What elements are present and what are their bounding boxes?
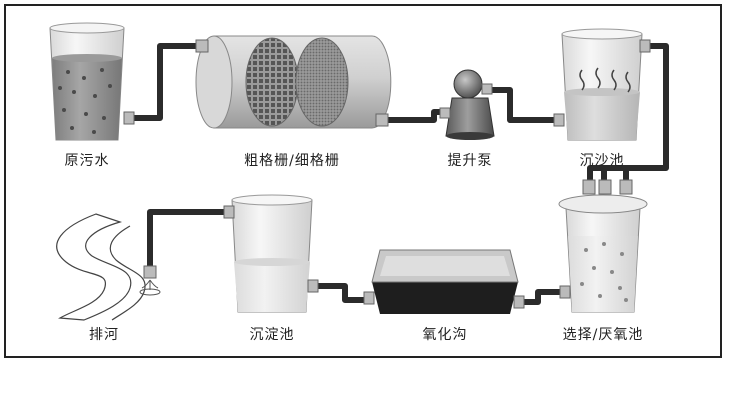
label-anoxic-tank: 选择/厌氧池 bbox=[562, 327, 644, 343]
screens-cylinder bbox=[195, 35, 392, 129]
pipe-grit-to-anoxic bbox=[587, 43, 669, 180]
pipe-anoxic-to-ditch bbox=[518, 289, 567, 305]
label-river: 排河 bbox=[89, 327, 119, 343]
pipe-pump-to-grit bbox=[490, 87, 555, 123]
pipe-ditch-to-settling bbox=[310, 283, 368, 303]
label-screens: 粗格栅/细格栅 bbox=[244, 153, 340, 169]
label-lift-pump: 提升泵 bbox=[447, 153, 493, 169]
pipe-screens-to-pump bbox=[384, 109, 448, 123]
pipe-settling-to-river bbox=[147, 209, 226, 268]
river-outfall bbox=[56, 213, 161, 321]
settling-tank bbox=[223, 194, 319, 313]
raw-water-tank bbox=[49, 22, 135, 141]
label-grit-chamber: 沉沙池 bbox=[579, 153, 625, 169]
grit-chamber bbox=[553, 28, 651, 141]
label-raw-water: 原污水 bbox=[64, 153, 110, 169]
label-settling-tank: 沉淀池 bbox=[249, 327, 295, 343]
anoxic-tank bbox=[558, 179, 648, 313]
oxidation-ditch bbox=[363, 249, 525, 314]
lift-pump bbox=[439, 69, 495, 140]
pipe-raw-to-screens bbox=[132, 43, 198, 121]
label-oxidation-ditch: 氧化沟 bbox=[422, 327, 468, 343]
